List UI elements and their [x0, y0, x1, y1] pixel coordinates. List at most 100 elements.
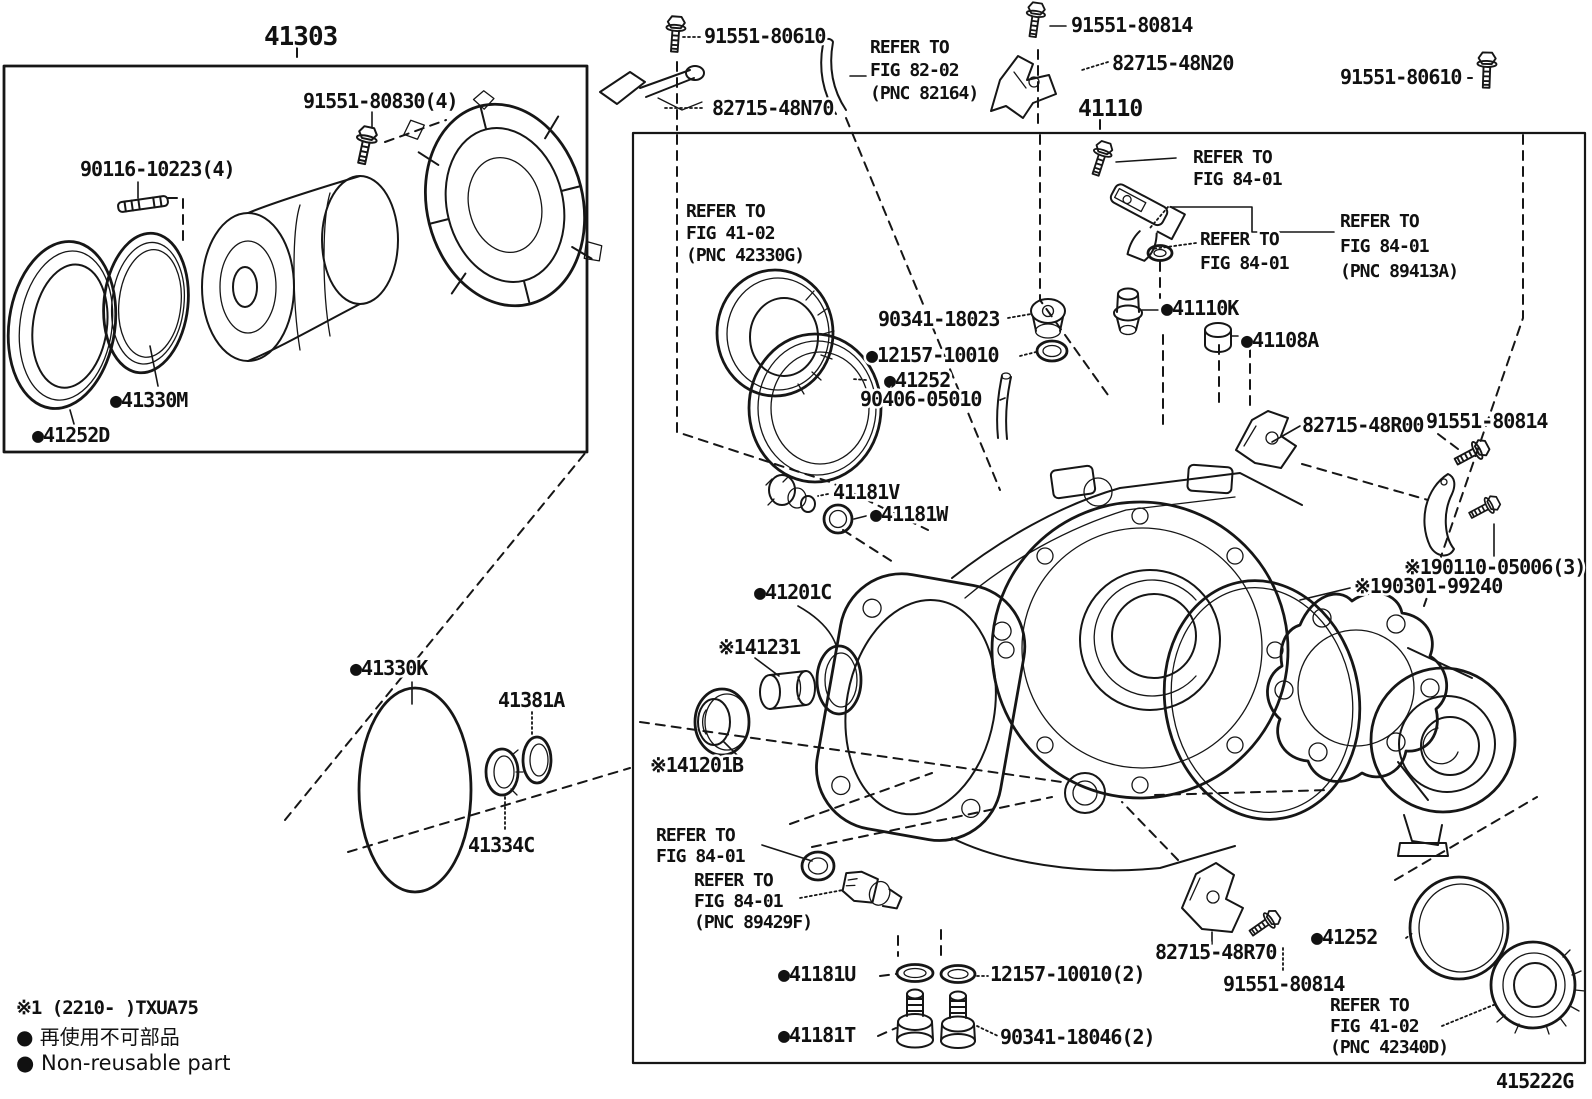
callout-82715-48R00[interactable]: 82715-48R00 [1300, 411, 1427, 440]
callout-91551-80814-mid[interactable]: 91551-80814 [1424, 407, 1552, 436]
callout-90341-18046-2[interactable]: 90341-18046(2) [998, 1023, 1159, 1052]
part-41201c-oring [815, 644, 863, 716]
part-80610-bolt-right [1475, 51, 1498, 89]
callout-41110[interactable]: 41110 [1076, 94, 1146, 125]
callout-82715-48R70[interactable]: 82715-48R70 [1153, 938, 1280, 967]
callout-91551-80830[interactable]: 91551-80830(4) [301, 87, 462, 116]
part-sensor-bolt [1085, 138, 1116, 179]
callout-90341-18023[interactable]: 90341-18023 [876, 305, 1003, 334]
callout-ref-fig84-01-b[interactable]: REFER TO FIG 84-01 [1198, 227, 1293, 277]
part-41181t-plugs [896, 988, 976, 1049]
callout-ref-fig84-01-e-line-1: FIG 84-01 [694, 891, 783, 912]
callout-ref-fig41-02-b-line-1: FIG 41-02 [1330, 1016, 1419, 1037]
callout-91551-80814-bot[interactable]: 91551-80814 [1221, 970, 1349, 999]
part-41201b-plug [693, 687, 751, 757]
part-42340d-seal [1489, 940, 1586, 1035]
callout-ref-fig84-01-d-line-1: FIG 84-01 [656, 846, 745, 867]
part-41181w-oring [822, 503, 854, 535]
callout-41181V[interactable]: 41181V [831, 478, 904, 507]
callout-91551-80814-top[interactable]: 91551-80814 [1069, 11, 1197, 40]
callout-41181T[interactable]: ●41181T [776, 1021, 860, 1050]
callout-82715-48N70[interactable]: 82715-48N70 [710, 94, 837, 123]
callout-ref-fig41-02-a-line-2: (PNC 42330G) [686, 245, 804, 266]
part-41252-ring-left [747, 332, 883, 484]
part-clutch-drum [201, 175, 399, 362]
part-41330k-gasket [357, 686, 473, 894]
callout-91551-80610-right[interactable]: 91551-80610 [1338, 63, 1465, 92]
part-90301-gasket [1162, 579, 1362, 821]
callout-ref-fig84-01-c-line-2: (PNC 89413A) [1340, 261, 1458, 282]
callout-figure-code[interactable]: 415222G [1494, 1067, 1578, 1096]
callout-41252-bot[interactable]: ●41252 [1309, 923, 1381, 952]
callout-41330M[interactable]: ●41330M [108, 386, 192, 415]
callout-41252D[interactable]: ●41252D [30, 421, 114, 450]
callout-91551-80610-left[interactable]: 91551-80610 [702, 22, 829, 51]
callout-variant-note[interactable]: ※1 (2210- )TXUA75 [14, 995, 203, 1022]
callout-legend-jp[interactable]: ● 再使用不可部品 [14, 1023, 183, 1052]
callout-41110K[interactable]: ●41110K [1159, 294, 1243, 323]
callout-90406-05010[interactable]: 90406-05010 [858, 385, 985, 414]
callout-ref-fig41-02-b-line-0: REFER TO [1330, 995, 1410, 1016]
callout-90301-99240[interactable]: ※190301-99240 [1352, 572, 1506, 601]
callout-41334C[interactable]: 41334C [466, 831, 538, 860]
callout-legend-en[interactable]: ● Non-reusable part [14, 1049, 233, 1078]
callout-ref-fig84-01-d-line-0: REFER TO [656, 825, 736, 846]
callout-41330K[interactable]: ●41330K [348, 654, 432, 683]
callout-41303[interactable]: 41303 [262, 20, 341, 55]
callout-12157-10010[interactable]: ●12157-10010 [864, 341, 1003, 370]
part-80814-bolt-bottom [1245, 906, 1284, 942]
part-main-case [815, 463, 1303, 872]
callout-41381A[interactable]: 41381A [496, 686, 569, 715]
callout-41181U[interactable]: ●41181U [776, 960, 859, 989]
part-89429f-switch [841, 870, 903, 910]
box-41303 [2, 64, 589, 454]
part-41181u-gaskets [895, 963, 977, 984]
callout-ref-fig41-02-a-line-0: REFER TO [686, 201, 766, 222]
part-89413a-sensor [1109, 183, 1186, 262]
callout-41181W[interactable]: ●41181W [868, 500, 953, 529]
part-41381a-ring [521, 735, 553, 785]
part-bell-housing [403, 90, 603, 308]
callout-41201B[interactable]: ※141201B [648, 751, 748, 780]
callout-ref-fig82-02-line-0: REFER TO [870, 37, 950, 58]
callout-12157-10010-2[interactable]: 12157-10010(2) [988, 960, 1149, 989]
part-82164-tube [820, 37, 847, 115]
transfer-case-box [631, 131, 1587, 1065]
part-41252-ring-bottom [1408, 875, 1510, 981]
top-loose-parts [599, 0, 1498, 119]
callout-41201C[interactable]: ●41201C [752, 578, 835, 607]
part-80610-bolt-left [663, 14, 688, 54]
callout-ref-fig41-02-a-line-1: FIG 41-02 [686, 223, 775, 244]
part-41231-bushing [759, 670, 816, 710]
part-90116-stud [116, 194, 170, 214]
callout-labels: 41303 91551-80830(4) 90116-10223(4) ●41330M… [14, 11, 1589, 1096]
part-lower-oring [800, 850, 836, 882]
part-41334c-ring [484, 747, 524, 797]
callout-41108A[interactable]: ●41108A [1239, 326, 1323, 355]
callout-82715-48N20[interactable]: 82715-48N20 [1110, 49, 1237, 78]
part-05006-bolt [1465, 492, 1504, 524]
callout-ref-fig84-01-b-line-1: FIG 84-01 [1200, 253, 1289, 274]
callout-90116-10223[interactable]: 90116-10223(4) [78, 155, 239, 184]
part-48r70-bracket [1181, 862, 1244, 933]
part-41330m-ring [102, 231, 190, 375]
callout-41231[interactable]: ※141231 [716, 633, 805, 662]
callout-41252-left[interactable]: ●41252 [882, 366, 954, 395]
part-12157-oring [1035, 339, 1069, 363]
part-90341-18023-plug [1030, 298, 1066, 339]
callout-ref-fig84-01-c-line-1: FIG 84-01 [1340, 236, 1429, 257]
part-41181v-union [765, 474, 816, 513]
leader-lines [69, 25, 1538, 1037]
part-48r00-bracket [1235, 410, 1297, 469]
callout-90110-05006[interactable]: ※190110-05006(3) [1402, 553, 1589, 582]
callout-ref-fig84-01-b-line-0: REFER TO [1200, 229, 1280, 250]
part-90406-pipe [996, 372, 1012, 440]
